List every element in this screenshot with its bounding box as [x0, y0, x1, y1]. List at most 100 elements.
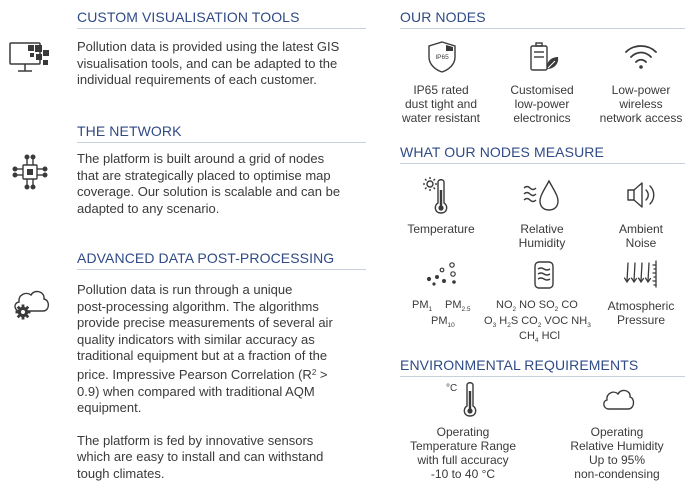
text-line: coverage. Our solution is scalable and c… — [77, 184, 341, 200]
subscript: 2 — [537, 322, 542, 329]
chem-text: PM — [431, 315, 448, 327]
caption-line: Relative Humidity — [570, 439, 664, 453]
text-line: The platform is built around a grid of n… — [77, 151, 325, 166]
caption-line: wireless — [619, 97, 663, 111]
post-processing-text: Pollution data is run through a unique p… — [77, 282, 373, 483]
caption-wireless: Low-power wireless network access — [591, 83, 691, 125]
circuit-network-icon — [12, 154, 48, 190]
speaker-icon — [625, 180, 659, 210]
ip65-shield-icon: IP65 — [425, 40, 459, 74]
text-line: quality indicators with similar accuracy… — [77, 331, 315, 347]
thermometer-celsius-icon: °C — [446, 381, 484, 419]
caption-line: Operating — [436, 425, 490, 439]
caption-line: Relative — [520, 222, 564, 236]
gas-line-1: NO2 NO SO2 CO — [496, 300, 578, 315]
chem-text: H — [496, 315, 508, 327]
text-line: equipment. — [77, 400, 142, 416]
celsius-label: °C — [446, 383, 457, 394]
chem-text: CH — [519, 330, 535, 342]
text-line: price. Impressive Pearson Correlation (R — [77, 366, 312, 382]
caption-line: low-power — [514, 97, 570, 111]
subscript: 1 — [428, 306, 433, 313]
caption-line: IP65 rated — [413, 83, 469, 97]
caption-line: Pressure — [616, 313, 666, 327]
pressure-arrows-icon — [624, 259, 660, 289]
caption-ip65: IP65 rated dust tight and water resistan… — [391, 83, 491, 125]
text-line: adapted to any scenario. — [77, 200, 220, 216]
caption-line: network access — [599, 111, 683, 125]
visualisation-text: Pollution data is provided using the lat… — [77, 39, 373, 89]
caption-pressure: Atmospheric Pressure — [591, 299, 691, 327]
caption-line: Customised — [510, 83, 574, 97]
ip65-label: IP65 — [435, 54, 449, 61]
subscript: 3 — [492, 322, 497, 329]
chem-text: PM — [412, 299, 429, 311]
caption-operating-humidity: Operating Relative Humidity Up to 95% no… — [557, 425, 677, 481]
section-title-environment: ENVIRONMENTAL REQUIREMENTS — [400, 357, 639, 373]
subscript: 2 — [507, 322, 511, 329]
caption-line: Temperature Range — [409, 439, 517, 453]
divider — [400, 28, 685, 29]
caption-line: Up to 95% — [588, 453, 646, 467]
divider — [77, 142, 366, 143]
chem-text: SO — [538, 299, 555, 311]
caption-noise: Ambient Noise — [591, 222, 691, 250]
pm25-label: PM2.5 — [445, 300, 471, 315]
text-line: individual requirements of each customer… — [77, 72, 317, 88]
caption-line: with full accuracy — [417, 453, 509, 467]
text-line: Pollution data is provided using the lat… — [77, 39, 340, 54]
text-line: The platform is fed by innovative sensor… — [77, 432, 314, 448]
chem-text: S CO — [510, 315, 538, 327]
subscript: 10 — [447, 322, 455, 329]
text-line: provide precise measurements of several … — [77, 315, 333, 331]
text-fragment: > — [316, 366, 328, 382]
text-line: which are easy to install and can withst… — [77, 449, 324, 465]
divider — [400, 376, 685, 377]
pm10-label: PM10 — [431, 316, 455, 331]
text-line: 0.9) when compared with traditional AQM — [77, 383, 315, 399]
cloud-gear-icon — [11, 285, 51, 321]
humidity-drop-icon — [522, 178, 562, 212]
gas-line-3: CH4 HCl — [519, 331, 560, 346]
text-line: that are strategically placed to optimis… — [77, 167, 331, 183]
caption-temperature: Temperature — [391, 222, 491, 236]
particles-icon — [424, 262, 460, 286]
text-line: traditional equipment but at a fraction … — [77, 348, 328, 364]
caption-line: Temperature — [407, 222, 475, 236]
section-title-our-nodes: OUR NODES — [400, 9, 486, 25]
subscript: 2.5 — [461, 306, 471, 313]
subscript: 4 — [534, 337, 539, 344]
section-title-network: THE NETWORK — [77, 123, 182, 139]
text-line: tough climates. — [77, 465, 165, 481]
divider — [77, 269, 366, 270]
text-line: visualisation tools, and can be adapted … — [77, 55, 338, 71]
section-title-post-processing: ADVANCED DATA POST-PROCESSING — [77, 250, 335, 266]
thermometer-sun-icon — [423, 176, 455, 216]
caption-line: electronics — [513, 111, 571, 125]
divider — [400, 163, 685, 164]
caption-line: Low-power — [611, 83, 671, 97]
chem-text: NO — [496, 299, 513, 311]
subscript: 3 — [587, 322, 591, 329]
subscript: 2 — [554, 306, 559, 313]
cloud-icon — [601, 385, 635, 413]
caption-line: Humidity — [518, 236, 566, 250]
caption-operating-temperature: Operating Temperature Range with full ac… — [403, 425, 523, 481]
caption-line: dust tight and — [404, 97, 478, 111]
caption-electronics: Customised low-power electronics — [492, 83, 592, 125]
text-line: post-processing algorithm. The algorithm… — [77, 298, 319, 314]
caption-line: Atmospheric — [607, 299, 675, 313]
caption-line: Ambient — [618, 222, 664, 236]
chem-text: PM — [445, 299, 462, 311]
caption-line: Noise — [625, 236, 657, 250]
wifi-icon — [623, 42, 659, 72]
caption-line: -10 to 40 °C — [430, 467, 496, 481]
chem-text: CO — [558, 299, 578, 311]
gas-line-2: O3 H2S CO2 VOC NH3 — [484, 316, 591, 331]
text-line: Pollution data is run through a unique — [77, 282, 293, 297]
caption-line: Operating — [590, 425, 644, 439]
section-title-measure: WHAT OUR NODES MEASURE — [400, 144, 604, 160]
divider — [77, 28, 366, 29]
network-text: The platform is built around a grid of n… — [77, 151, 373, 217]
caption-line: water resistant — [401, 111, 481, 125]
